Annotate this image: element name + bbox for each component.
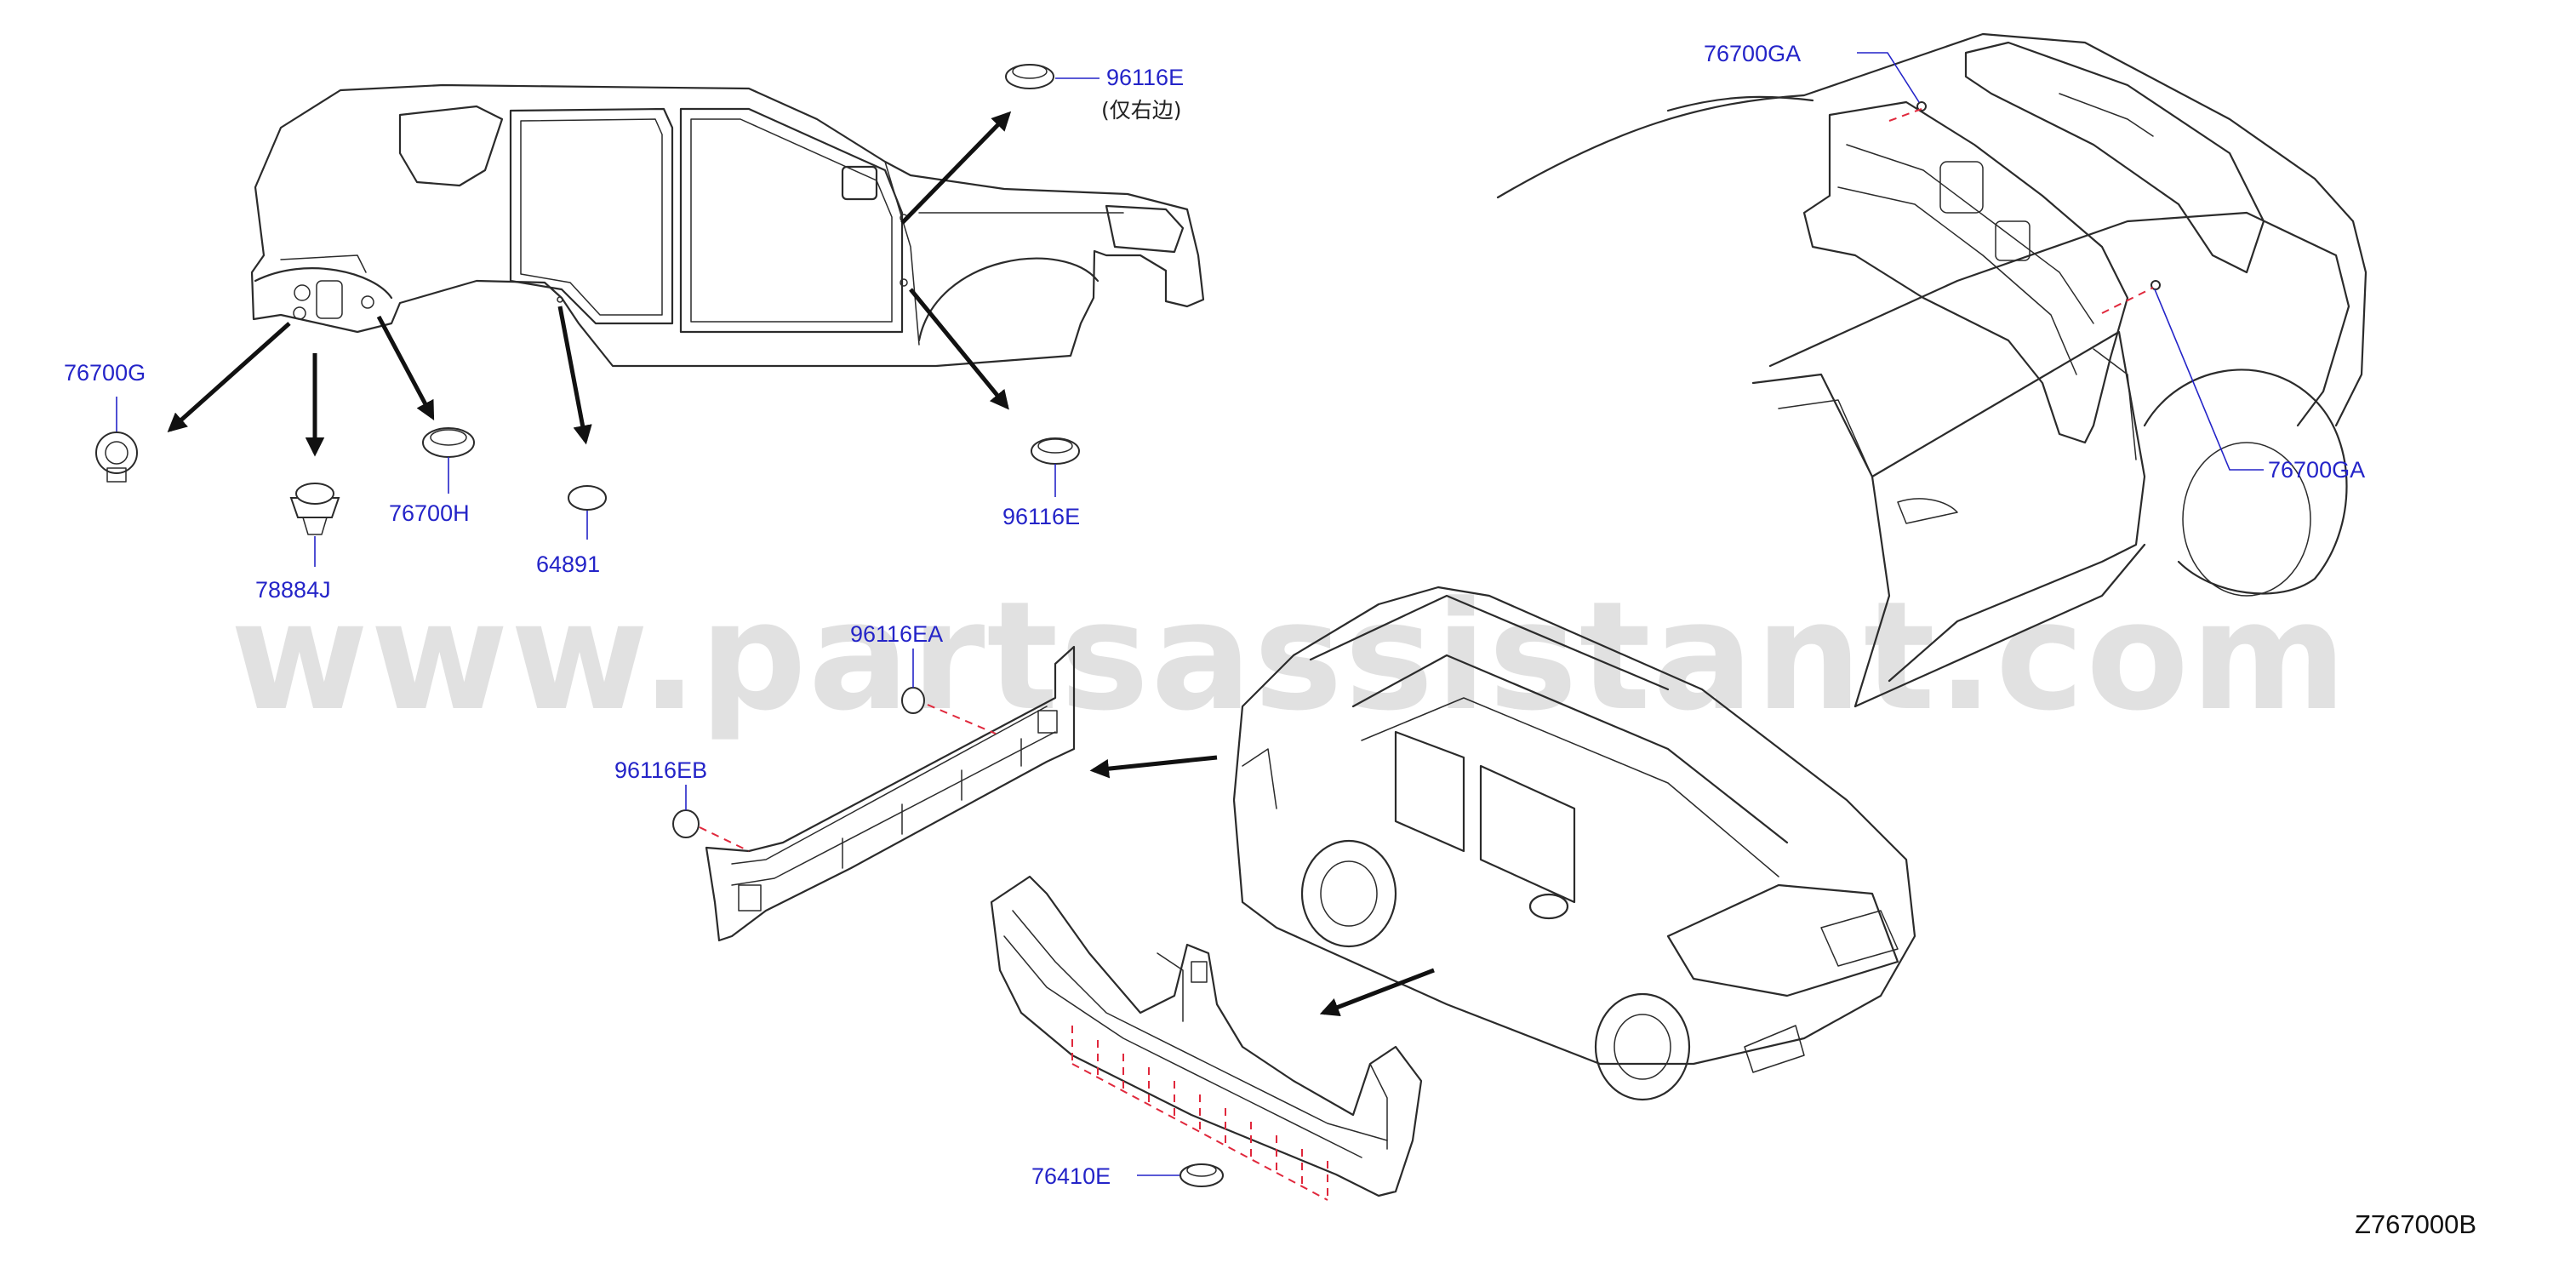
part-label-96116e-lower[interactable]: 96116E	[1002, 504, 1080, 529]
part-icons-inner-sill	[672, 687, 925, 838]
part-label-96116e-top[interactable]: 96116E	[1106, 65, 1184, 90]
part-label-76700g[interactable]: 76700G	[64, 360, 146, 386]
part-label-78884j[interactable]: 78884J	[255, 577, 331, 603]
leaders-rear	[1857, 52, 2264, 471]
arrows-vehicle	[1089, 755, 1435, 1017]
leaders-body-side	[116, 77, 1100, 567]
watermark-text: www.partsassistant.com	[230, 569, 2348, 744]
part-icons-body-side	[95, 64, 1080, 535]
part-labels: 96116E (仅右边) 76700G 76700H 78884J 64891 …	[64, 41, 2365, 1189]
rear-body-drawing	[1496, 32, 2368, 708]
part-icons-outer-sill	[1179, 1163, 1224, 1187]
arrows-body-side	[167, 111, 1012, 457]
guides-outer-sill	[1071, 1026, 1328, 1201]
part-label-76410e[interactable]: 76410E	[1031, 1163, 1111, 1189]
leaders-inner-sill	[685, 649, 997, 852]
diagram-code: Z767000B	[2355, 1209, 2476, 1239]
part-label-96116ea[interactable]: 96116EA	[850, 621, 943, 647]
part-label-64891[interactable]: 64891	[536, 551, 600, 577]
outer-sill-panel-drawing	[990, 875, 1423, 1197]
body-side-panel-drawing	[250, 83, 1205, 368]
vehicle-drawing	[1232, 586, 1916, 1101]
part-label-76700ga-right[interactable]: 76700GA	[2268, 457, 2365, 483]
part-label-76700ga-top[interactable]: 76700GA	[1704, 41, 1801, 66]
part-note-right-side-only: (仅右边)	[1101, 98, 1182, 123]
part-label-96116eb[interactable]: 96116EB	[614, 757, 707, 783]
inner-sill-panel-drawing	[705, 645, 1076, 942]
part-label-76700h[interactable]: 76700H	[389, 500, 470, 526]
